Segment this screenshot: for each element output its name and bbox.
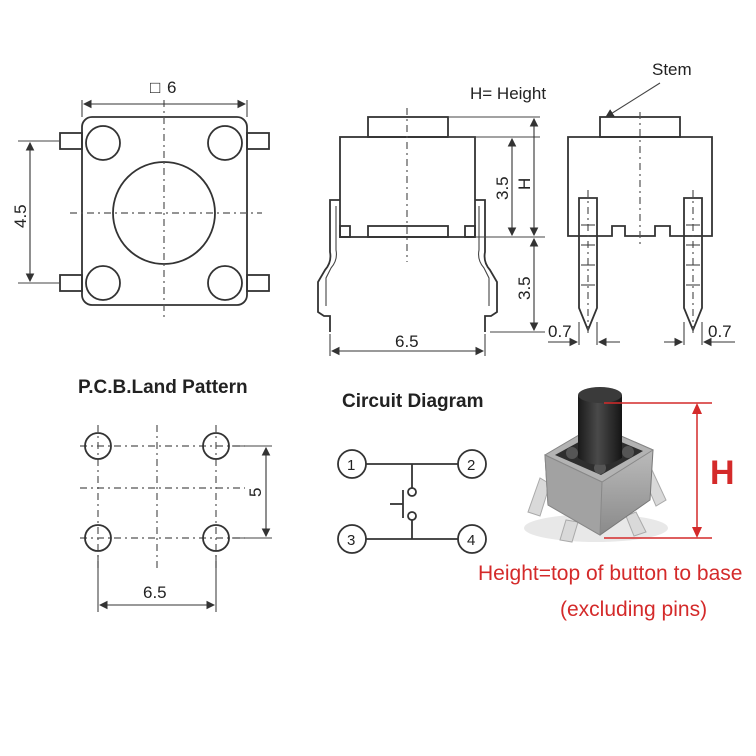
- pin-width-left: 0.7: [548, 322, 572, 341]
- circuit-pin-1: [337, 449, 367, 479]
- side-width-label: 6.5: [395, 332, 419, 351]
- side-view: H= Height 6.5 3.5 H 3.5: [317, 84, 546, 356]
- photo-h-label: H: [710, 454, 735, 492]
- circuit-pin-2: [457, 449, 487, 479]
- terminal-tl: [59, 132, 83, 150]
- pin-2-label: 2: [467, 457, 475, 474]
- h-height-title: H= Height: [470, 84, 546, 103]
- corner-hole-br: [207, 265, 243, 301]
- pin-1-label: 1: [347, 457, 355, 474]
- terminal-br: [246, 274, 270, 292]
- pcb-height-label: 5: [246, 488, 265, 497]
- corner-hole-tl: [85, 125, 121, 161]
- terminal-bl: [59, 274, 83, 292]
- left-lead: [317, 199, 340, 332]
- circuit-diagram: Circuit Diagram 1 2 3 4: [337, 391, 487, 554]
- end-view: Stem 0.7 0.7: [548, 60, 735, 347]
- end-pin-right: [683, 197, 703, 333]
- pcb-title: P.C.B.Land Pattern: [78, 377, 248, 398]
- pad-1: [84, 432, 112, 460]
- terminal-tr: [246, 132, 270, 150]
- height-label: 4.5: [11, 204, 30, 228]
- pin-3-label: 3: [347, 532, 355, 549]
- top-view: □ 6 4.5: [11, 78, 270, 318]
- pin-length-label: 3.5: [515, 276, 534, 300]
- caption-line-2: (excluding pins): [560, 598, 707, 621]
- right-lead: [475, 199, 498, 332]
- corner-hole-bl: [85, 265, 121, 301]
- pcb-land-pattern: P.C.B.Land Pattern 5 6.5: [78, 377, 272, 612]
- circuit-pin-4: [457, 524, 487, 554]
- pcb-width-label: 6.5: [143, 583, 167, 602]
- pin-4-label: 4: [467, 532, 475, 549]
- button-cap: [578, 395, 622, 465]
- size-label: 6: [167, 78, 176, 97]
- circuit-pin-3: [337, 524, 367, 554]
- pad-4: [202, 524, 230, 552]
- end-pin-left: [578, 197, 598, 333]
- pad-2: [202, 432, 230, 460]
- pin-width-right: 0.7: [708, 322, 732, 341]
- caption-line-1: Height=top of button to base: [478, 562, 742, 585]
- pad-3: [84, 524, 112, 552]
- h-symbol: H: [515, 178, 534, 190]
- circuit-title: Circuit Diagram: [342, 391, 483, 412]
- corner-hole-tr: [207, 125, 243, 161]
- end-body-outline: [567, 136, 713, 237]
- stem-outline: [367, 116, 449, 138]
- stem-label: Stem: [652, 60, 692, 79]
- square-symbol: □: [150, 78, 160, 97]
- switch-photo: H Height=top of button to base (excludin…: [478, 387, 742, 621]
- stem-height-label: 3.5: [493, 176, 512, 200]
